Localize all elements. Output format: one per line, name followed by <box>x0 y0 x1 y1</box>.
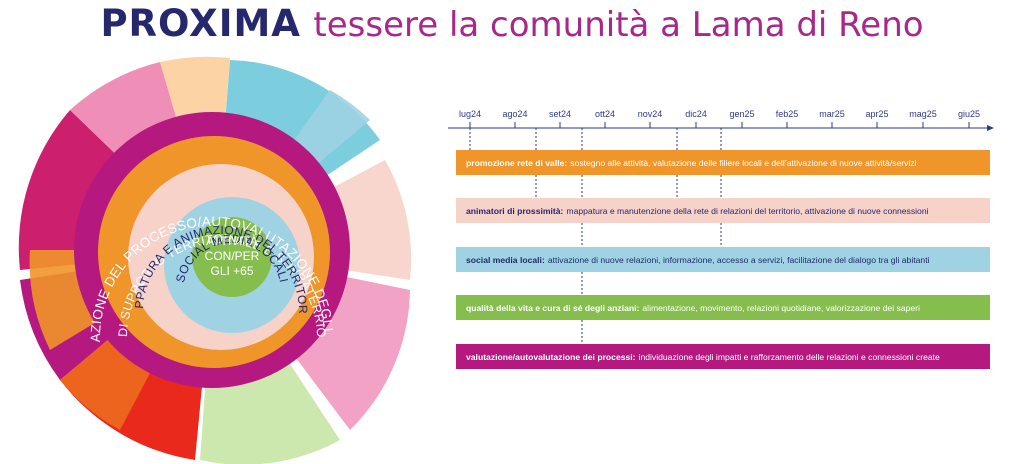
month-label: ott24 <box>595 109 615 119</box>
month-labels: lug24 ago24 set24 ott24 nov24 dic24 gen2… <box>459 109 980 119</box>
month-label: dic24 <box>685 109 707 119</box>
activity-bar-promozione: promozione rete di valle: sostegno alle … <box>456 150 990 175</box>
activity-title: social media locali: <box>466 254 545 265</box>
month-ticks <box>469 122 970 128</box>
activity-title: animatori di prossimità: <box>466 205 564 216</box>
center-line-3: GLI +65 <box>210 264 253 278</box>
activity-description: individuazione degli impatti e rafforzam… <box>638 351 940 362</box>
activity-description: sostegno alle attività, valutazione dell… <box>570 157 917 168</box>
month-label: mar25 <box>819 109 845 119</box>
brand-name: PROXIMA <box>100 2 301 45</box>
center-line-2: CON/PER <box>205 249 260 263</box>
activity-bar-valutazione: valutazione/autovalutazione dei processi… <box>456 344 990 369</box>
activity-title: qualità della vita e cura di sé degli an… <box>466 302 640 313</box>
month-label: mag25 <box>909 109 937 119</box>
activity-bar-social-media: social media locali: attivazione di nuov… <box>456 247 990 272</box>
center-line-1: ATTIVITÀ <box>206 233 258 248</box>
tagline: tessere la comunità a Lama di Reno <box>313 5 924 45</box>
activity-title: promozione rete di valle: <box>466 157 568 168</box>
timeline-axis: lug24 ago24 set24 ott24 nov24 dic24 gen2… <box>448 109 994 344</box>
activity-description: attivazione di nuove relazioni, informaz… <box>547 254 930 265</box>
activity-bar-qualita-vita: qualità della vita e cura di sé degli an… <box>456 295 990 320</box>
activity-wheel: VALUTAZIONE DEL PROCESSO/AUTOVALUTAZIONE… <box>0 50 412 464</box>
month-label: gen25 <box>729 109 754 119</box>
axis-arrow <box>987 125 994 131</box>
month-label: set24 <box>549 109 571 119</box>
month-label: lug24 <box>459 109 481 119</box>
activity-description: alimentazione, movimento, relazioni quot… <box>642 302 920 313</box>
activity-title: valutazione/autovalutazione dei processi… <box>466 351 636 362</box>
month-label: apr25 <box>865 109 888 119</box>
timeline: lug24 ago24 set24 ott24 nov24 dic24 gen2… <box>440 100 1024 464</box>
month-label: ago24 <box>502 109 527 119</box>
milestone-lines <box>469 128 722 344</box>
wheel-center <box>192 217 272 297</box>
month-label: nov24 <box>638 109 663 119</box>
activity-description: mappatura e manutenzione della rete di r… <box>566 205 929 216</box>
page-title: PROXIMA tessere la comunità a Lama di Re… <box>0 2 1024 45</box>
activity-bar-animatori: animatori di prossimità: mappatura e man… <box>456 198 990 223</box>
month-label: giu25 <box>958 109 980 119</box>
month-label: feb25 <box>776 109 799 119</box>
